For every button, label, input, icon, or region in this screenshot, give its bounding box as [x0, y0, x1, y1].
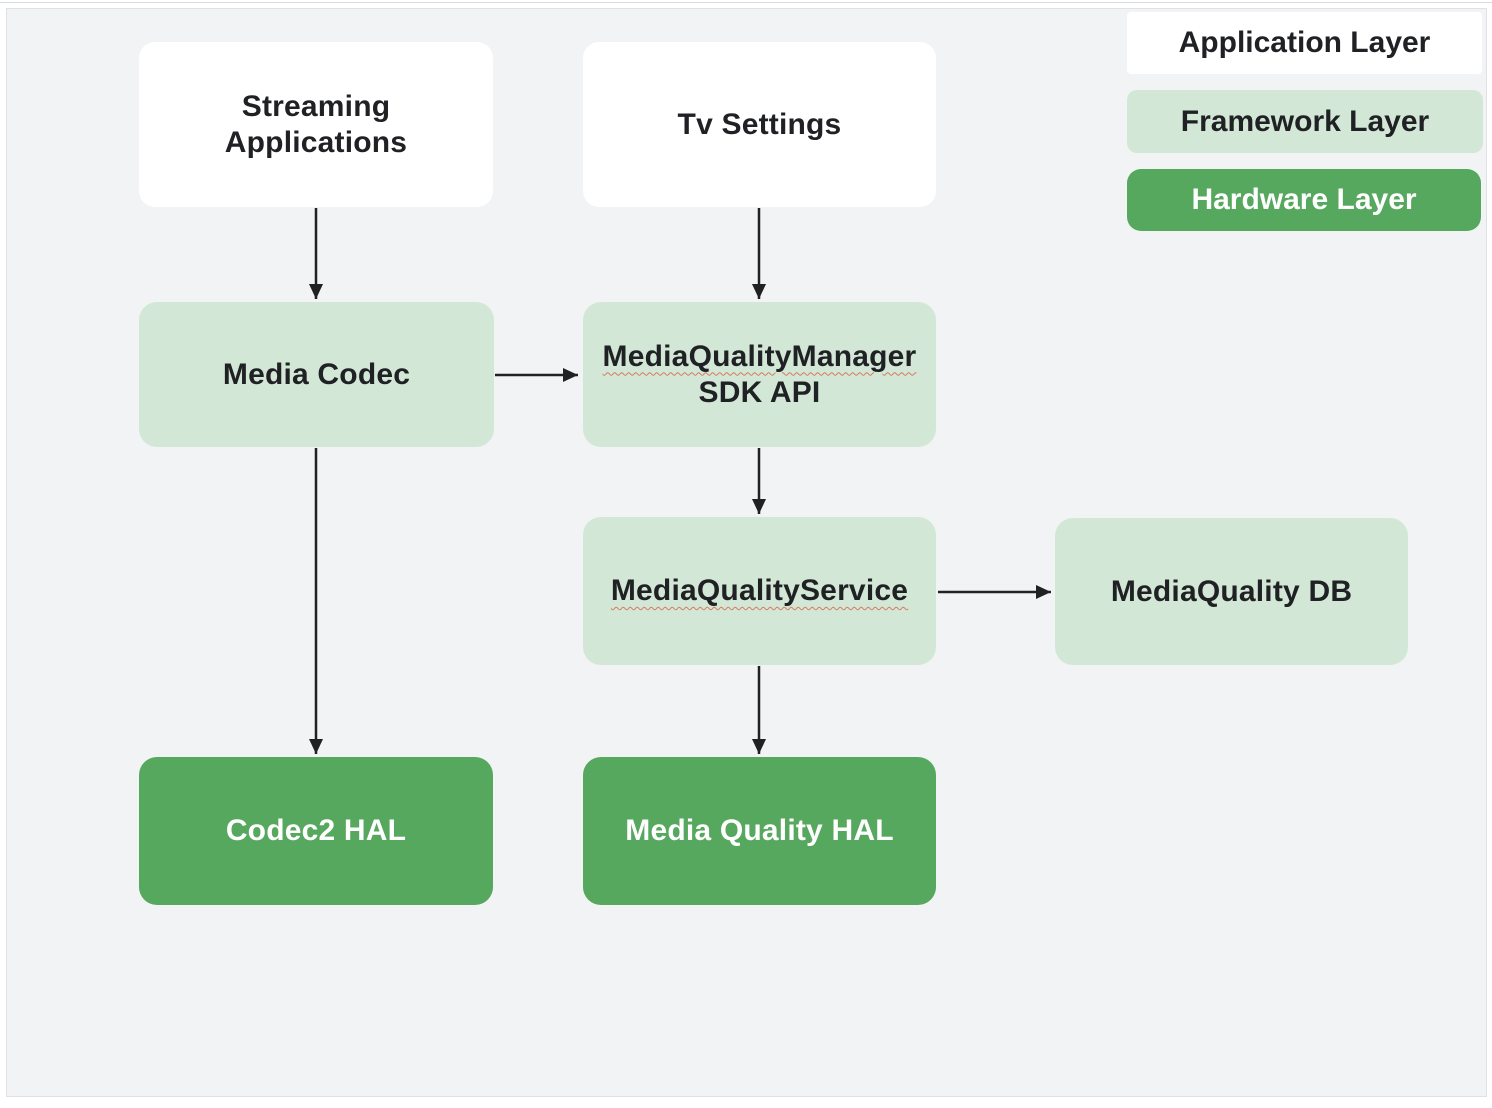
legend-item-framework-layer: Framework Layer [1127, 90, 1483, 153]
legend-item-hardware-layer: Hardware Layer [1127, 169, 1481, 231]
top-rule [0, 2, 1492, 3]
node-streaming-applications: Streaming Applications [139, 42, 493, 207]
node-label: Media Codec [222, 357, 411, 391]
node-label-line: SDK API [698, 375, 821, 409]
node-media-quality-service: MediaQualityService [583, 517, 936, 665]
node-tv-settings: Tv Settings [583, 42, 936, 207]
node-label-line: Streaming [241, 89, 391, 123]
node-label: Tv Settings [677, 107, 842, 141]
node-codec2-hal: Codec2 HAL [139, 757, 493, 905]
node-label: Media Quality HAL [625, 814, 894, 847]
node-media-quality-db: MediaQuality DB [1055, 518, 1408, 665]
node-media-codec: Media Codec [139, 302, 494, 447]
legend-label: Hardware Layer [1191, 183, 1417, 216]
legend-item-application-layer: Application Layer [1127, 12, 1482, 74]
legend-label: Application Layer [1178, 26, 1431, 59]
node-media-quality-hal: Media Quality HAL [583, 757, 936, 905]
legend-label: Framework Layer [1180, 104, 1430, 138]
node-label-line: MediaQualityManager [602, 339, 917, 373]
node-label-line: Applications [224, 125, 408, 159]
node-label: Codec2 HAL [225, 814, 407, 847]
node-media-quality-manager-sdk-api: MediaQualityManager SDK API [583, 302, 936, 447]
node-label: MediaQuality DB [1110, 574, 1353, 608]
node-label: MediaQualityService [610, 574, 909, 607]
